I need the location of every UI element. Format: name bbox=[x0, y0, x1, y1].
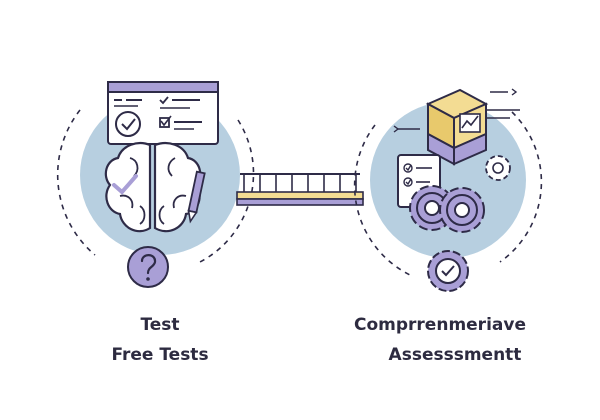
left-concept bbox=[56, 81, 255, 288]
right-caption-line2: Assesssmentt bbox=[388, 345, 522, 365]
right-dashed-orbit-right bbox=[499, 111, 543, 263]
right-caption-line1: Comprrenmeriave bbox=[354, 315, 526, 335]
left-caption-line1: Test bbox=[140, 315, 180, 335]
small-gear-icon bbox=[485, 155, 511, 181]
pencil-icon bbox=[187, 170, 206, 224]
decorative-lines bbox=[393, 88, 520, 133]
left-dashed-orbit bbox=[56, 109, 96, 256]
test-form-icon bbox=[107, 81, 219, 145]
gear-icon bbox=[409, 185, 485, 233]
cube-chart-icon bbox=[425, 88, 489, 166]
right-concept bbox=[353, 88, 543, 292]
bridge-icon bbox=[236, 173, 364, 206]
badge-check-icon bbox=[427, 250, 469, 292]
right-dashed-orbit bbox=[353, 124, 411, 276]
left-caption-line2: Free Tests bbox=[111, 345, 209, 365]
question-icon bbox=[127, 246, 169, 288]
